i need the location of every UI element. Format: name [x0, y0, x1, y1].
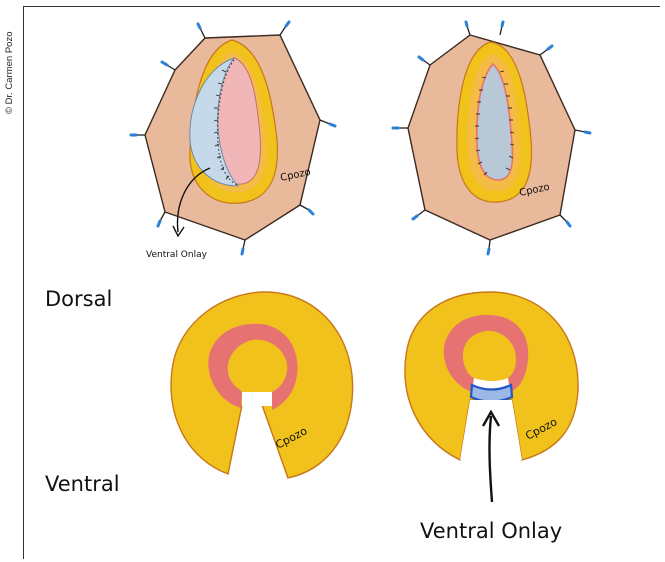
- urethral-opening-left: [242, 392, 272, 406]
- cross-section-after: Cpozo Ventral Onlay: [405, 292, 578, 543]
- top-right-operative-view: Cpozo: [393, 22, 590, 254]
- ventral-label: Ventral: [45, 472, 120, 496]
- ventral-onlay-label-large: Ventral Onlay: [420, 519, 562, 543]
- top-left-operative-view: Ventral Onlay Cpozo: [131, 22, 335, 260]
- dorsal-label: Dorsal: [45, 287, 112, 311]
- ventral-onlay-label-small: Ventral Onlay: [146, 250, 208, 260]
- spongiosum-section-left: [171, 292, 353, 478]
- cross-section-before: Cpozo: [171, 292, 353, 478]
